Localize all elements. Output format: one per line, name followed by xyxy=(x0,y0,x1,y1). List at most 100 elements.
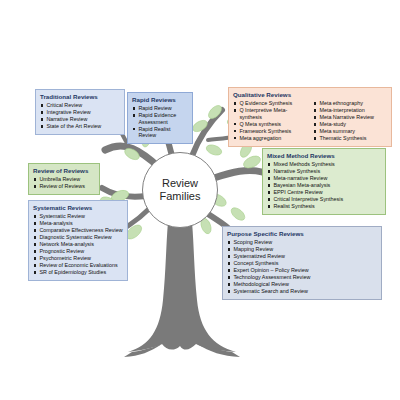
bullet-square xyxy=(34,185,36,187)
family-heading: Qualitative Reviews xyxy=(233,91,387,98)
review-type: Integrative Review xyxy=(46,109,90,115)
review-type: Meta ethnography xyxy=(319,100,362,106)
list-item: Meta-interpretation xyxy=(313,107,387,113)
item-list: Scoping ReviewMapping ReviewSystematized… xyxy=(227,239,377,295)
review-type: Q Interpretive Meta-synthesis xyxy=(239,107,307,120)
list-item: Realist Synthesis xyxy=(267,203,381,209)
review-type: Critical Review xyxy=(46,102,82,108)
review-type: Review of Reviews xyxy=(39,183,85,189)
bullet-square xyxy=(34,222,36,224)
bullet-square xyxy=(41,118,43,120)
list-item: Systematic Review xyxy=(33,213,123,219)
review-type: Meta-narrative Review xyxy=(273,175,327,181)
list-item: Q Meta synthesis xyxy=(233,121,307,127)
item-column: Meta ethnographyMeta-interpretationMeta … xyxy=(313,100,387,142)
review-type: Rapid Realist Review xyxy=(138,126,188,139)
bullet-square xyxy=(268,205,270,207)
bullet-square xyxy=(268,177,270,179)
review-type: Realist Synthesis xyxy=(273,203,314,209)
list-item: Systematic Search and Review xyxy=(227,288,377,294)
bullet-square xyxy=(314,130,316,132)
family-box: Rapid ReviewsRapid ReviewRapid Evidence … xyxy=(127,92,193,144)
review-type: Narrative Synthesis xyxy=(273,168,320,174)
review-type: SR of Epidemiology Studies xyxy=(39,269,106,275)
list-item: Q Interpretive Meta-synthesis xyxy=(233,107,307,120)
bullet-square xyxy=(314,109,316,111)
center-circle: Review Families xyxy=(142,152,218,228)
list-item: Rapid Realist Review xyxy=(132,126,188,139)
bullet-square xyxy=(234,109,236,111)
review-type: Psychometric Review xyxy=(39,255,91,261)
bullet-square xyxy=(228,283,230,285)
list-item: Comparative Effectiveness Review xyxy=(33,227,123,233)
list-item: Critical Interpretive Synthesis xyxy=(267,196,381,202)
bullet-square xyxy=(228,241,230,243)
bullet-square xyxy=(228,255,230,257)
item-list: Systematic ReviewMeta-analysisComparativ… xyxy=(33,213,123,276)
bullet-square xyxy=(228,269,230,271)
review-type: State of the Art Review xyxy=(46,123,101,129)
list-item: SR of Epidemiology Studies xyxy=(33,269,123,275)
bullet-square xyxy=(314,116,316,118)
list-item: Meta Narrative Review xyxy=(313,114,387,120)
family-box: Purpose Specific ReviewsScoping ReviewMa… xyxy=(222,226,382,300)
bullet-square xyxy=(34,271,36,273)
bullet-square xyxy=(234,137,236,139)
bullet-square xyxy=(133,107,135,109)
list-item: Thematic Synthesis xyxy=(313,135,387,141)
review-type: Systematic Review xyxy=(39,213,85,219)
bullet-square xyxy=(34,229,36,231)
family-box: Traditional ReviewsCritical ReviewIntegr… xyxy=(35,89,125,135)
review-type: Umbrella Review xyxy=(39,176,80,182)
family-heading: Mixed Method Reviews xyxy=(267,152,381,159)
bullet-square xyxy=(234,102,236,104)
item-list: Umbrella ReviewReview of Reviews xyxy=(33,176,95,190)
bullet-square xyxy=(268,191,270,193)
item-list: Critical ReviewIntegrative ReviewNarrati… xyxy=(40,102,120,130)
review-type: Q Meta synthesis xyxy=(239,121,281,127)
review-type: Technology Assessment Review xyxy=(233,274,310,280)
bullet-square xyxy=(34,215,36,217)
list-item: Systematized Review xyxy=(227,253,377,259)
list-item: Expert Opinion – Policy Review xyxy=(227,267,377,273)
bullet-square xyxy=(228,290,230,292)
review-type: Comparative Effectiveness Review xyxy=(39,227,122,233)
bullet-square xyxy=(34,243,36,245)
family-heading: Systematic Reviews xyxy=(33,204,123,211)
list-item: Prognostic Review xyxy=(33,248,123,254)
list-item: Psychometric Review xyxy=(33,255,123,261)
item-column: Critical ReviewIntegrative ReviewNarrati… xyxy=(40,102,120,130)
list-item: Methodological Review xyxy=(227,281,377,287)
review-type: Scoping Review xyxy=(233,239,272,245)
review-type: Meta summary xyxy=(319,128,355,134)
item-column: Q Evidence SynthesisQ Interpretive Meta-… xyxy=(233,100,307,142)
review-type: Meta-analysis xyxy=(39,220,72,226)
bullet-square xyxy=(268,198,270,200)
review-type: Meta aggregation xyxy=(239,135,281,141)
review-type: Thematic Synthesis xyxy=(319,135,366,141)
family-box: Systematic ReviewsSystematic ReviewMeta-… xyxy=(28,200,128,281)
review-type: Expert Opinion – Policy Review xyxy=(233,267,308,273)
bullet-square xyxy=(34,250,36,252)
family-heading: Review of Reviews xyxy=(33,167,95,174)
bullet-square xyxy=(228,248,230,250)
bullet-square xyxy=(133,128,135,130)
item-column: Scoping ReviewMapping ReviewSystematized… xyxy=(227,239,377,295)
list-item: Diagnostic Systematic Review xyxy=(33,234,123,240)
family-box: Qualitative Reviews Q Evidence SynthesisQ… xyxy=(228,87,392,147)
item-column: Mixed Methods SynthesisNarrative Synthes… xyxy=(267,161,381,210)
review-type: Concept Synthesis xyxy=(233,260,278,266)
bullet-square xyxy=(314,123,316,125)
review-type: Prognostic Review xyxy=(39,248,84,254)
bullet-square xyxy=(34,236,36,238)
review-type: Meta-study xyxy=(319,121,346,127)
review-type: Methodological Review xyxy=(233,281,288,287)
review-type: Diagnostic Systematic Review xyxy=(39,234,111,240)
list-item: Meta-analysis xyxy=(33,220,123,226)
list-item: Umbrella Review xyxy=(33,176,95,182)
review-type: Meta-interpretation xyxy=(319,107,364,113)
bullet-square xyxy=(228,262,230,264)
family-heading: Rapid Reviews xyxy=(132,96,188,103)
list-item: Narrative Review xyxy=(40,116,120,122)
list-item: Rapid Review xyxy=(132,105,188,111)
